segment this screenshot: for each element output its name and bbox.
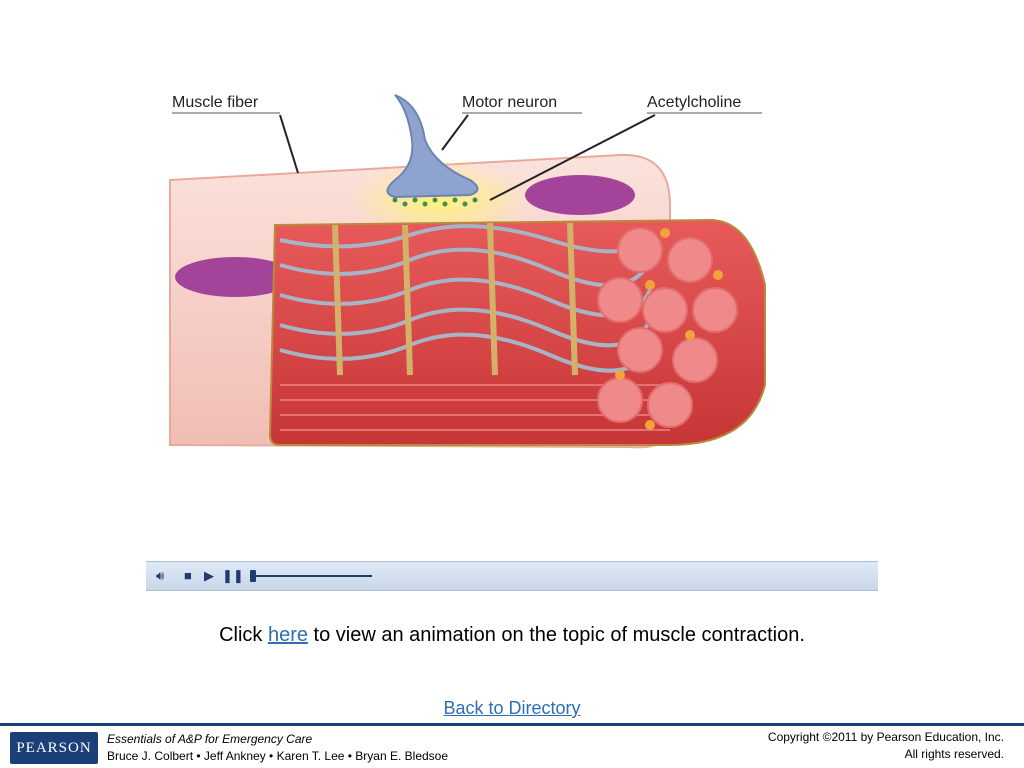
- book-authors: Bruce J. Colbert • Jeff Ankney • Karen T…: [107, 749, 449, 763]
- copyright-text: Copyright ©2011 by Pearson Education, In…: [767, 730, 1004, 744]
- label-motor-neuron: Motor neuron: [462, 94, 557, 111]
- motor-neuron: [386, 94, 479, 199]
- footer-divider: [0, 723, 1024, 726]
- nucleus-right: [525, 175, 635, 215]
- speaker-icon[interactable]: 🔊︎: [156, 568, 165, 583]
- animation-caption: Click here to view an animation on the t…: [0, 624, 1024, 647]
- seek-thumb[interactable]: [250, 570, 256, 582]
- nucleus-left: [175, 257, 295, 297]
- stop-icon[interactable]: ■: [184, 568, 192, 583]
- label-acetylcholine: Acetylcholine: [647, 94, 741, 111]
- label-muscle-fiber: Muscle fiber: [172, 94, 259, 111]
- caption-after: to view an animation on the topic of mus…: [307, 624, 805, 646]
- rights-text: All rights reserved.: [904, 747, 1004, 761]
- play-icon[interactable]: ▶: [204, 568, 214, 583]
- animation-link[interactable]: here: [267, 624, 308, 646]
- back-to-directory-link[interactable]: Back to Directory: [443, 698, 581, 718]
- footer: PEARSON Essentials of A&P for Emergency …: [0, 726, 1024, 768]
- pointer-acetylcholine: [489, 114, 656, 201]
- acetylcholine-molecules: [392, 197, 478, 207]
- myofibril-bundle: [268, 218, 766, 446]
- seek-track[interactable]: [252, 575, 372, 577]
- pause-icon[interactable]: ❚❚: [222, 568, 244, 583]
- muscle-fiber-illustration: Muscle fiber Motor neuron Acetylcholine: [169, 94, 766, 449]
- pearson-logo: PEARSON: [10, 732, 98, 764]
- media-player-bar: 🔊︎ ■ ▶ ❚❚: [146, 561, 878, 591]
- book-title: Essentials of A&P for Emergency Care: [107, 732, 313, 746]
- pointer-muscle-fiber: [279, 114, 299, 174]
- caption-before: Click: [219, 624, 268, 646]
- pointer-motor-neuron: [441, 114, 469, 151]
